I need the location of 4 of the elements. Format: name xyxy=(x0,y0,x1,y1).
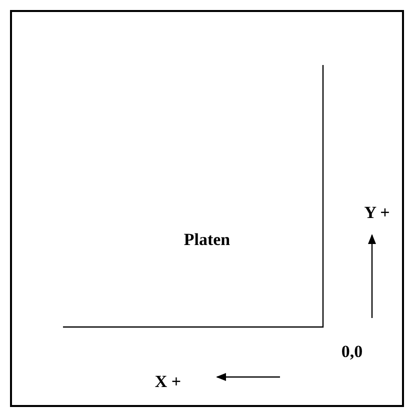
x-axis-label: X + xyxy=(154,372,182,392)
y-axis-label: Y + xyxy=(364,203,390,223)
origin-label: 0,0 xyxy=(341,342,363,362)
platen-label: Platen xyxy=(184,230,230,250)
